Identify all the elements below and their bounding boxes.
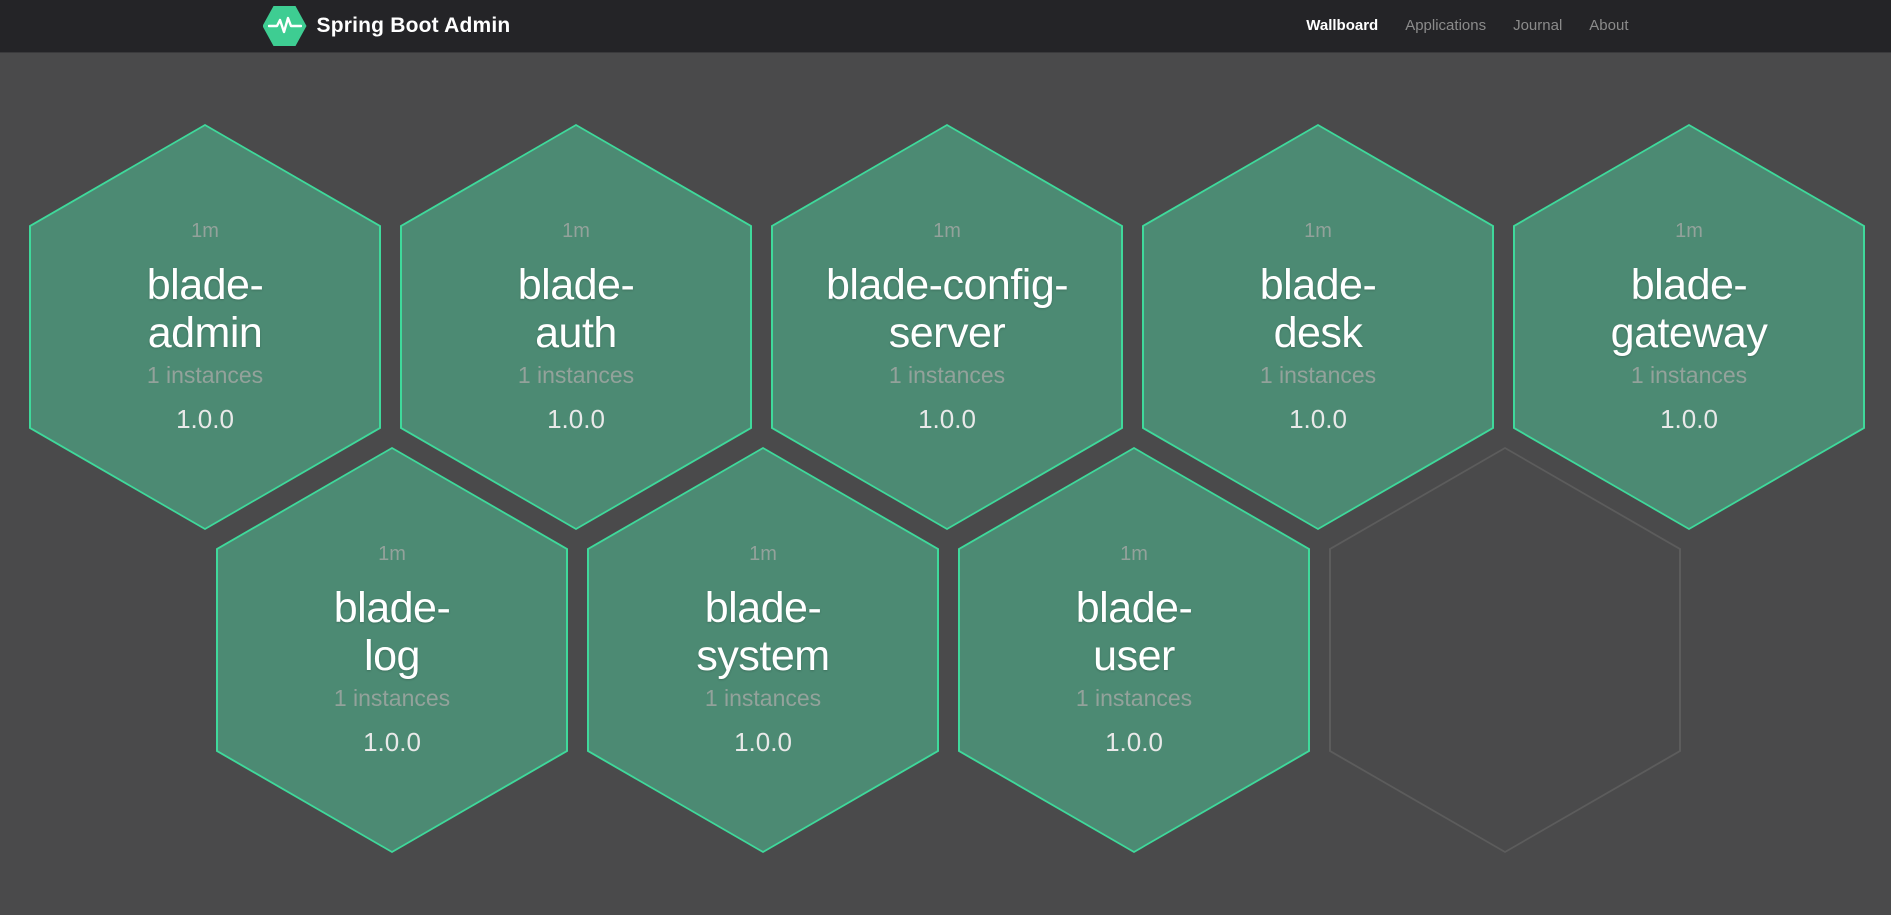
hexagon-body xyxy=(1331,449,1679,851)
app-hexagon-blade-admin[interactable]: 1m blade- admin 1 instances 1.0.0 xyxy=(29,124,381,530)
app-name-line: blade- xyxy=(1630,260,1748,309)
app-name-line: auth xyxy=(535,308,617,357)
nav-item-applications[interactable]: Applications xyxy=(1405,17,1487,34)
hexagon-content: 1m blade- user 1 instances 1.0.0 xyxy=(960,543,1308,758)
app-uptime: 1m xyxy=(1120,542,1148,565)
app-instances-count: 1 instances xyxy=(333,684,451,711)
app-name: blade- auth xyxy=(518,261,635,357)
app-name-line: admin xyxy=(147,308,263,357)
hexagon-content: 1m blade- system 1 instances 1.0.0 xyxy=(589,543,937,758)
app-name-line: blade- xyxy=(1075,583,1193,632)
app-name-line: log xyxy=(364,631,420,680)
app-name: blade- admin xyxy=(147,261,264,357)
app-name-line: desk xyxy=(1273,308,1363,357)
app-name-line: blade- xyxy=(517,260,635,309)
nav-item-wallboard[interactable]: Wallboard xyxy=(1306,17,1379,34)
hexagon-content: 1m blade- log 1 instances 1.0.0 xyxy=(218,543,566,758)
main-nav: Wallboard Applications Journal About xyxy=(1306,0,1628,52)
hexagon-body: 1m blade- desk 1 instances 1.0.0 xyxy=(1144,126,1492,528)
app-version: 1.0.0 xyxy=(918,403,976,434)
app-uptime: 1m xyxy=(933,219,961,242)
app-name: blade- user xyxy=(1076,584,1193,680)
app-uptime: 1m xyxy=(191,219,219,242)
app-title: Spring Boot Admin xyxy=(316,14,511,37)
hexagon-body: 1m blade- auth 1 instances 1.0.0 xyxy=(402,126,750,528)
hexagon-body: 1m blade-config- server 1 instances 1.0.… xyxy=(773,126,1121,528)
app-hexagon-blade-system[interactable]: 1m blade- system 1 instances 1.0.0 xyxy=(587,447,939,853)
top-navbar: Spring Boot Admin Wallboard Applications… xyxy=(0,0,1891,53)
app-version: 1.0.0 xyxy=(1289,403,1347,434)
nav-item-journal[interactable]: Journal xyxy=(1513,17,1563,34)
app-name: blade- gateway xyxy=(1611,261,1768,357)
app-instances-count: 1 instances xyxy=(1075,684,1193,711)
app-name-line: user xyxy=(1093,631,1175,680)
empty-hexagon-slot xyxy=(1329,447,1681,853)
app-version: 1.0.0 xyxy=(734,726,792,757)
app-name: blade- system xyxy=(696,583,830,680)
app-uptime: 1m xyxy=(562,219,590,242)
app-version: 1.0.0 xyxy=(1105,726,1163,757)
app-version: 1.0.0 xyxy=(176,403,234,434)
app-name-line: blade- xyxy=(1259,260,1377,309)
app-name: blade- log xyxy=(334,584,451,680)
nav-item-about[interactable]: About xyxy=(1589,17,1629,34)
hexagon-body: 1m blade- log 1 instances 1.0.0 xyxy=(218,449,566,851)
app-instances-count: 1 instances xyxy=(704,684,822,711)
app-hexagon-blade-config-server[interactable]: 1m blade-config- server 1 instances 1.0.… xyxy=(771,124,1123,530)
hexagon-content: 1m blade-config- server 1 instances 1.0.… xyxy=(773,220,1121,435)
app-instances-count: 1 instances xyxy=(1630,361,1748,388)
app-instances-count: 1 instances xyxy=(146,361,264,388)
app-hexagon-blade-auth[interactable]: 1m blade- auth 1 instances 1.0.0 xyxy=(400,124,752,530)
app-hexagon-blade-log[interactable]: 1m blade- log 1 instances 1.0.0 xyxy=(216,447,568,853)
app-name-line: blade- xyxy=(146,260,264,309)
app-uptime: 1m xyxy=(378,542,406,565)
app-hexagon-blade-user[interactable]: 1m blade- user 1 instances 1.0.0 xyxy=(958,447,1310,853)
heartbeat-line-icon xyxy=(267,16,302,34)
app-hexagon-blade-desk[interactable]: 1m blade- desk 1 instances 1.0.0 xyxy=(1142,124,1494,530)
app-name-line: blade- xyxy=(704,583,822,632)
app-uptime: 1m xyxy=(749,542,777,565)
hexagon-body: 1m blade- user 1 instances 1.0.0 xyxy=(960,449,1308,851)
app-instances-count: 1 instances xyxy=(888,361,1006,388)
app-name: blade- desk xyxy=(1260,261,1377,357)
hexagon-body: 1m blade- gateway 1 instances 1.0.0 xyxy=(1515,126,1863,528)
app-name-line: blade-config- xyxy=(825,260,1069,309)
hexagon-content: 1m blade- desk 1 instances 1.0.0 xyxy=(1144,220,1492,435)
brand-link[interactable]: Spring Boot Admin xyxy=(262,6,511,46)
app-instances-count: 1 instances xyxy=(1259,361,1377,388)
app-name-line: system xyxy=(696,631,830,680)
hexagon-body: 1m blade- admin 1 instances 1.0.0 xyxy=(31,126,379,528)
pulse-hexagon-icon xyxy=(262,6,307,46)
app-name: blade-config- server xyxy=(825,260,1069,357)
app-uptime: 1m xyxy=(1675,219,1703,242)
app-name-line: blade- xyxy=(333,583,451,632)
app-hexagon-blade-gateway[interactable]: 1m blade- gateway 1 instances 1.0.0 xyxy=(1513,124,1865,530)
wallboard-grid: 1m blade- admin 1 instances 1.0.0 1m bla… xyxy=(0,53,1891,915)
navbar-container: Spring Boot Admin Wallboard Applications… xyxy=(262,0,1629,52)
hexagon-content: 1m blade- gateway 1 instances 1.0.0 xyxy=(1515,220,1863,435)
app-version: 1.0.0 xyxy=(547,403,605,434)
app-version: 1.0.0 xyxy=(363,726,421,757)
hexagon-content: 1m blade- admin 1 instances 1.0.0 xyxy=(31,220,379,435)
app-version: 1.0.0 xyxy=(1660,403,1718,434)
app-instances-count: 1 instances xyxy=(517,361,635,388)
app-name-line: gateway xyxy=(1610,308,1768,357)
hexagon-content: 1m blade- auth 1 instances 1.0.0 xyxy=(402,220,750,435)
app-uptime: 1m xyxy=(1304,219,1332,242)
hexagon-body: 1m blade- system 1 instances 1.0.0 xyxy=(589,449,937,851)
app-name-line: server xyxy=(888,308,1006,357)
